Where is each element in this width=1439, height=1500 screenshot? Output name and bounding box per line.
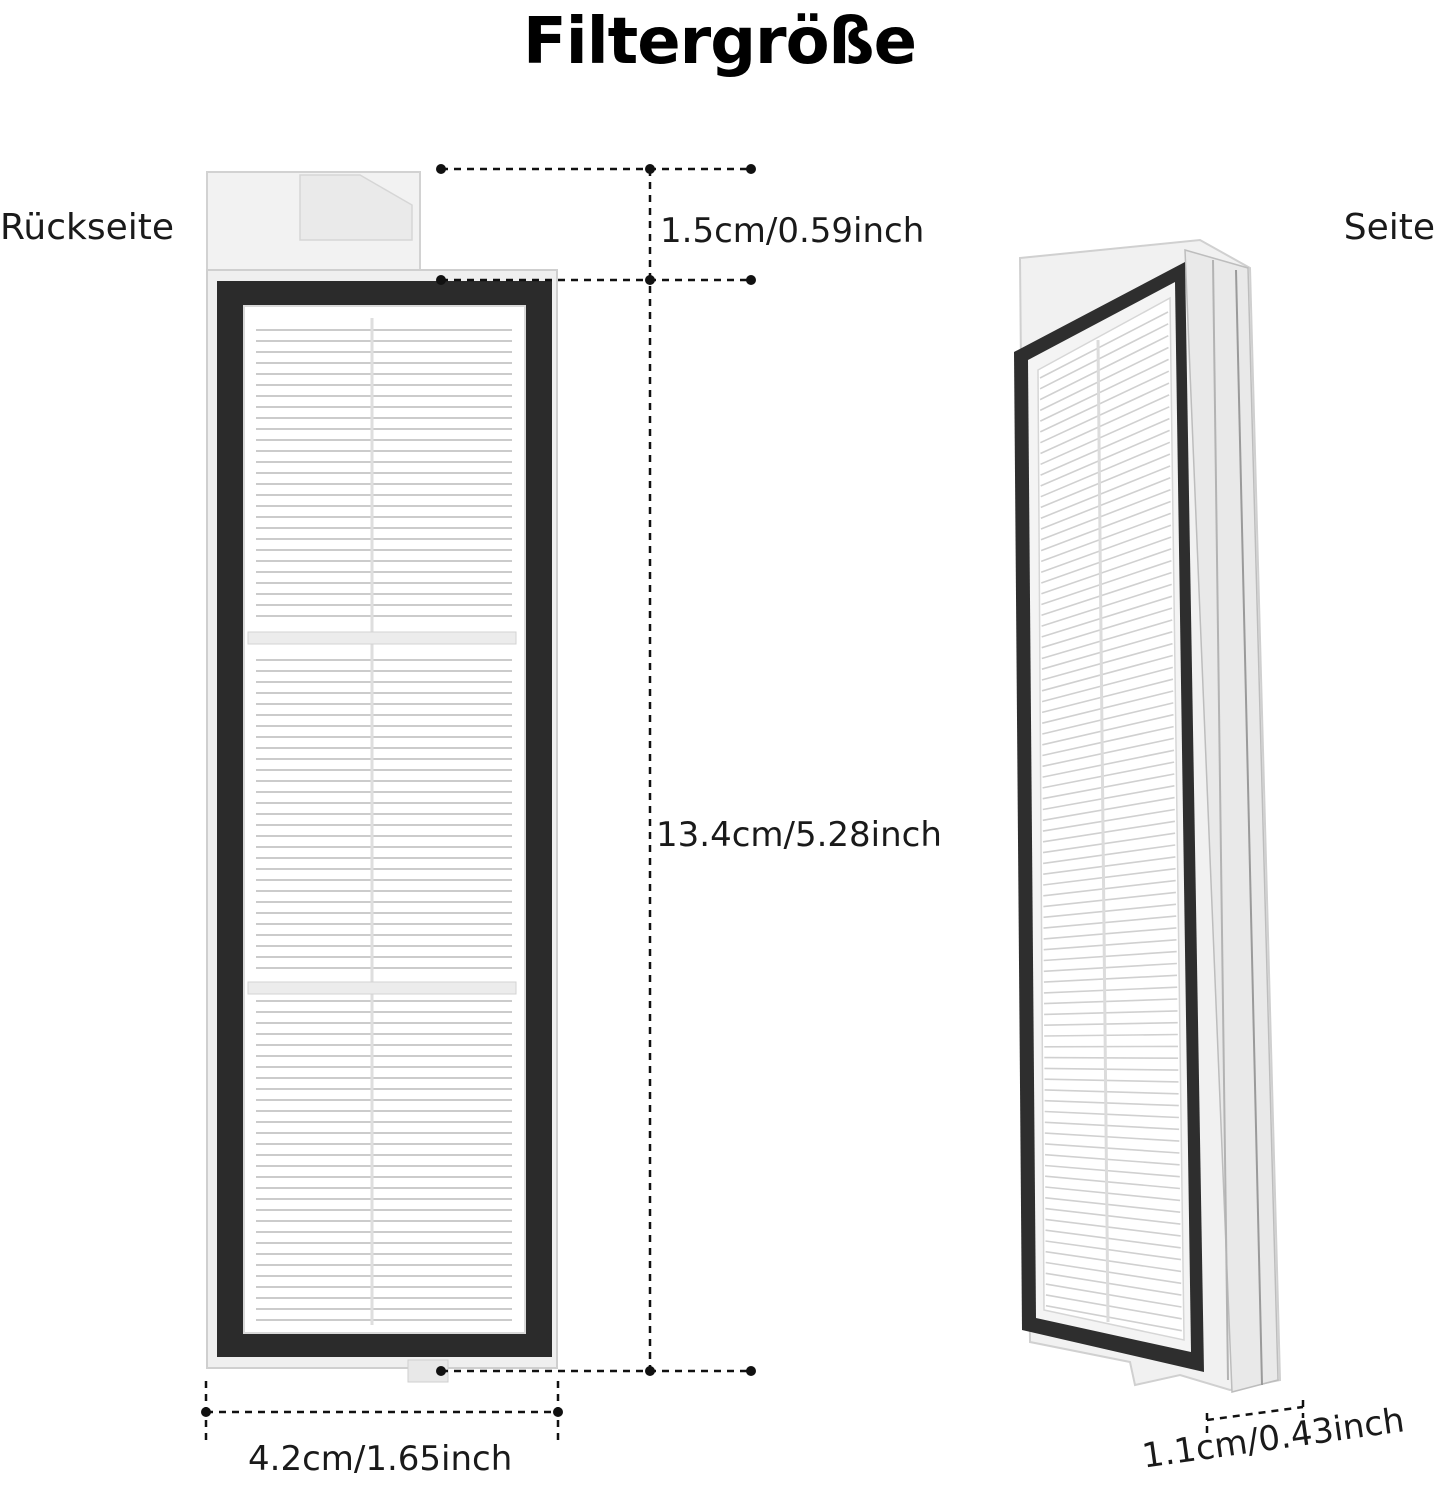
pleat-line: [1039, 358, 1169, 422]
pleat-line: [1042, 690, 1174, 724]
pleat-line: [1044, 1089, 1179, 1095]
pleat-line: [1041, 678, 1174, 714]
pleat-line: [1044, 1078, 1179, 1083]
pleat-line: [1044, 1033, 1178, 1037]
pleat-line: [1041, 595, 1173, 638]
pleat-line: [1044, 1021, 1178, 1026]
pleat-line: [1040, 429, 1170, 487]
pleat-line: [1040, 417, 1170, 476]
pleat-line: [1044, 1153, 1180, 1166]
pleat-line: [1045, 1175, 1180, 1190]
pleat-line: [1045, 1207, 1181, 1225]
pleat-line: [1045, 1261, 1182, 1285]
pleat-line: [1042, 808, 1175, 832]
pleat-line: [1043, 915, 1177, 929]
pleat-line: [1040, 477, 1171, 530]
pleat-line: [1042, 725, 1174, 757]
pleat-line: [1045, 1218, 1181, 1237]
pleat-line: [1042, 737, 1174, 768]
tab-height-dimension: 1.5cm/0.59inch: [660, 211, 925, 251]
pleat-line: [1039, 370, 1170, 433]
page-title: Filtergröße: [523, 5, 917, 79]
pleat-line: [1042, 844, 1176, 865]
pleat-line: [1044, 1056, 1179, 1059]
pleat-line: [1043, 891, 1176, 908]
pleat-line: [1041, 607, 1173, 649]
pleat-line: [1042, 785, 1175, 811]
pleat-line: [1043, 962, 1177, 973]
pleat-line: [1044, 1164, 1180, 1178]
pleat-line: [1040, 382, 1170, 444]
pleat-line: [1043, 867, 1176, 886]
pleat-line: [1045, 1294, 1182, 1320]
pleat-line: [1044, 1067, 1179, 1071]
pleat-line: [1040, 465, 1171, 519]
pleat-line: [1039, 346, 1169, 412]
pleat-line: [1041, 654, 1173, 692]
pleat-line: [1040, 441, 1171, 498]
pleat-line: [1044, 1110, 1179, 1119]
pleat-line: [1042, 761, 1175, 789]
pleat-line: [1040, 512, 1171, 563]
pleat-line: [1045, 1272, 1182, 1296]
pleat-line: [1045, 1240, 1182, 1261]
pleat-line: [1045, 1250, 1182, 1273]
pleat-line: [1043, 986, 1178, 994]
pleat-line: [1042, 773, 1175, 800]
side-view-pleats: [1039, 311, 1182, 1332]
pleat-line: [1043, 939, 1177, 951]
pleat-line: [1044, 1121, 1180, 1131]
width-dimension: 4.2cm/1.65inch: [248, 1439, 513, 1479]
pleat-line: [1042, 713, 1174, 746]
dimension-dots: [201, 164, 756, 1417]
pleat-line: [1040, 524, 1172, 573]
pleat-line: [1042, 702, 1174, 735]
pleat-line: [1044, 1010, 1178, 1016]
pleat-line: [1040, 500, 1171, 552]
side-view-filter: [1014, 238, 1282, 1393]
pleat-line: [1043, 879, 1176, 897]
back-view-pleats: [256, 329, 512, 1321]
pleat-line: [1043, 950, 1177, 962]
pleat-line: [1044, 1099, 1179, 1107]
height-dimension: 13.4cm/5.28inch: [656, 815, 942, 855]
pleat-line: [1044, 1143, 1180, 1154]
pleat-line: [1043, 998, 1178, 1005]
pleat-line: [1042, 820, 1176, 843]
pleat-line: [1042, 749, 1175, 778]
pleat-line: [1045, 1229, 1181, 1249]
pleat-line: [1042, 796, 1175, 822]
pleat-line: [1043, 856, 1176, 875]
pleat-line: [1039, 334, 1169, 401]
pleat-line: [1039, 323, 1169, 390]
pleat-line: [1040, 453, 1171, 509]
pleat-line: [1040, 488, 1171, 541]
side-view-label: Seite: [1343, 207, 1435, 248]
back-view-filter: [206, 171, 558, 1383]
pleat-line: [1041, 536, 1172, 584]
pleat-line: [1041, 666, 1174, 703]
pleat-line: [1041, 571, 1172, 617]
pleat-line: [1043, 927, 1177, 940]
pleat-line: [1041, 642, 1173, 681]
pleat-line: [1044, 1132, 1180, 1142]
pleat-line: [1040, 406, 1170, 466]
pleat-line: [1043, 903, 1177, 919]
pleat-line: [1041, 631, 1173, 670]
back-view-label: Rückseite: [0, 207, 175, 248]
pleat-line: [1045, 1197, 1181, 1213]
pleat-line: [1045, 1304, 1182, 1332]
pleat-line: [1041, 583, 1172, 627]
pleat-line: [1040, 394, 1170, 455]
pleat-line: [1041, 548, 1172, 595]
pleat-line: [1043, 974, 1178, 983]
pleat-line: [1045, 1186, 1181, 1202]
pleat-line: [1039, 311, 1169, 379]
pleat-line: [1042, 832, 1176, 854]
pleat-line: [1045, 1283, 1182, 1308]
pleat-line: [1041, 559, 1172, 606]
pleat-line: [1041, 619, 1173, 660]
